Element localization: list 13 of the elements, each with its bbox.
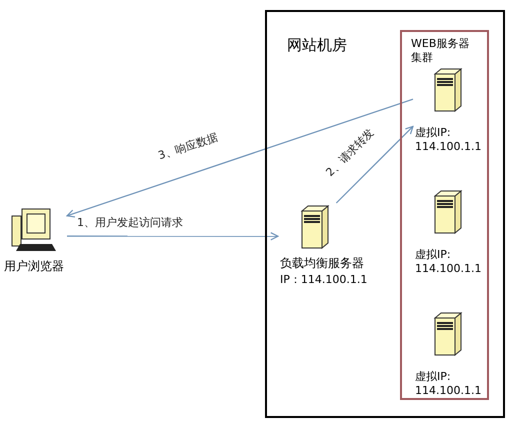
arrow [336,126,414,204]
node-label: 负载均衡服务器 [280,256,365,271]
node-label: 用户浏览器 [4,259,65,274]
edge-label: 2、请求转发 [322,124,378,180]
edge-label: 1、用户发起访问请求 [77,214,183,230]
arrow [67,232,279,240]
group-title: 网站机房 [287,36,348,54]
group-title: WEB服务器集群 [411,37,470,65]
arrow [66,98,414,218]
cluster-frame [400,30,489,400]
room-frame [265,10,505,418]
edge-label: 3、响应数据 [156,129,220,163]
ip-label: IP：114.100.1.1 [280,273,368,287]
